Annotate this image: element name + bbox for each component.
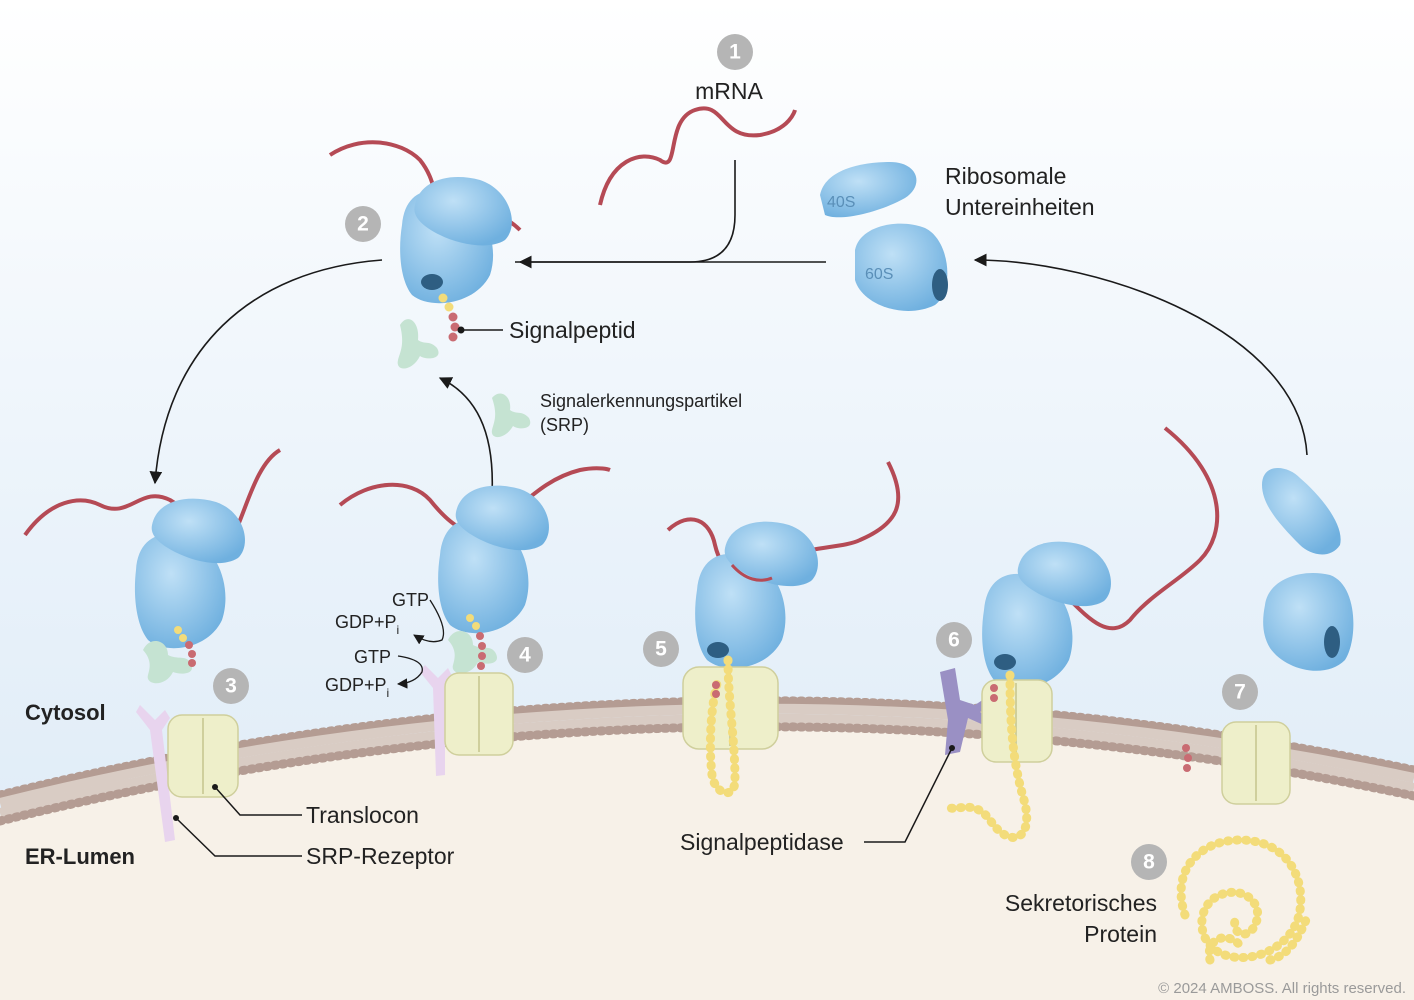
label-srp-2: (SRP) (540, 415, 589, 435)
pointer-signal-peptidase (864, 747, 953, 843)
gtp-hydrolysis-arrow-upper (413, 599, 445, 645)
ribosome-step2 (328, 140, 522, 342)
svg-text:7: 7 (1234, 681, 1246, 704)
label-gdp-lower: GDP+Pi (325, 675, 389, 700)
ribosome-step6 (982, 426, 1220, 689)
er-lumen-area (0, 720, 1414, 1000)
svg-text:5: 5 (655, 638, 667, 661)
srp-receptor-step3 (136, 705, 175, 842)
label-gtp-upper: GTP (392, 590, 429, 610)
label-er-lumen: ER-Lumen (25, 844, 135, 869)
mrna-strand-free (598, 106, 797, 206)
ribosome-subunits-step7 (1262, 467, 1354, 671)
label-ribosomal-subunits-2: Untereinheiten (945, 194, 1095, 220)
nascent-chain-step6 (945, 670, 1032, 842)
arrow-step2-to-step3 (149, 259, 383, 485)
signal-peptide-membrane-step7-b (1184, 754, 1192, 762)
cleaved-signal-peptide-step6-b (990, 694, 998, 702)
step-badge-7: 7 (1222, 674, 1258, 710)
signal-peptide-membrane-step7-c (1183, 764, 1191, 772)
translocon-step6 (981, 679, 1053, 763)
pointer-signal-peptidase-dot (949, 745, 955, 751)
ribosome-step4 (338, 466, 611, 674)
pointer-srp-receptor-dot (173, 815, 179, 821)
cleaved-signal-peptide-step6 (990, 684, 998, 692)
label-srp-1: Signalerkennungspartikel (540, 391, 742, 411)
ribosome-subunits-free (820, 162, 948, 311)
svg-text:2: 2 (357, 213, 369, 236)
step-badge-8: 8 (1131, 844, 1167, 880)
label-translocon: Translocon (306, 802, 419, 828)
copyright-notice: © 2024 AMBOSS. All rights reserved. (1158, 980, 1406, 997)
arrow-srp-release (438, 377, 494, 496)
signal-peptide-step5-b (712, 690, 720, 698)
label-cytosol: Cytosol (25, 700, 106, 725)
pointer-srp-receptor (175, 817, 302, 857)
srp-legend-icon (491, 393, 531, 438)
svg-text:4: 4 (519, 644, 531, 667)
ribosome-step5 (666, 461, 901, 669)
label-gtp-lower: GTP (354, 647, 391, 667)
label-secretory-protein-2: Protein (1084, 921, 1157, 947)
step-badge-4: 4 (507, 637, 543, 673)
subunit-40s (820, 162, 917, 218)
label-mrna: mRNA (695, 78, 763, 104)
step-badge-1: 1 (717, 34, 753, 70)
label-srp-receptor: SRP-Rezeptor (306, 843, 455, 869)
step-badge-5: 5 (643, 631, 679, 667)
label-gdp-upper: GDP+Pi (335, 612, 399, 637)
signal-peptide-pointer-dot (457, 326, 465, 334)
svg-text:1: 1 (729, 41, 741, 64)
label-signal-peptidase: Signalpeptidase (680, 829, 844, 855)
translocon-step7 (1221, 721, 1291, 805)
label-secretory-protein-1: Sekretorisches (1005, 890, 1157, 916)
label-60s: 60S (865, 266, 893, 283)
label-signal-peptide: Signalpeptid (509, 317, 636, 343)
svg-text:3: 3 (225, 675, 237, 698)
translocon-step3 (167, 714, 239, 798)
ribosome-step3 (23, 448, 282, 684)
step-badge-3: 3 (213, 668, 249, 704)
translocon-step4 (444, 672, 514, 756)
step-badge-2: 2 (345, 206, 381, 242)
pointer-translocon (214, 786, 302, 816)
ribosome-tunnel (932, 269, 948, 301)
secretory-protein (1176, 835, 1313, 965)
signal-peptide-step5 (712, 681, 720, 689)
gtp-hydrolysis-arrow-lower (396, 655, 423, 689)
svg-text:6: 6 (948, 629, 960, 652)
srp-free-step2 (397, 319, 439, 369)
recycle-arrow-right (973, 253, 1308, 456)
label-ribosomal-subunits-1: Ribosomale (945, 163, 1066, 189)
subunit-60s (855, 223, 948, 311)
nascent-chain-step5 (705, 655, 740, 797)
label-40s: 40S (827, 194, 855, 211)
signal-peptide-membrane-step7 (1182, 744, 1190, 752)
svg-text:8: 8 (1143, 851, 1155, 874)
step-badge-6: 6 (936, 622, 972, 658)
pointer-translocon-dot (212, 784, 218, 790)
signal-peptidase-step6 (940, 668, 995, 755)
srp-receptor-step4 (420, 665, 452, 776)
